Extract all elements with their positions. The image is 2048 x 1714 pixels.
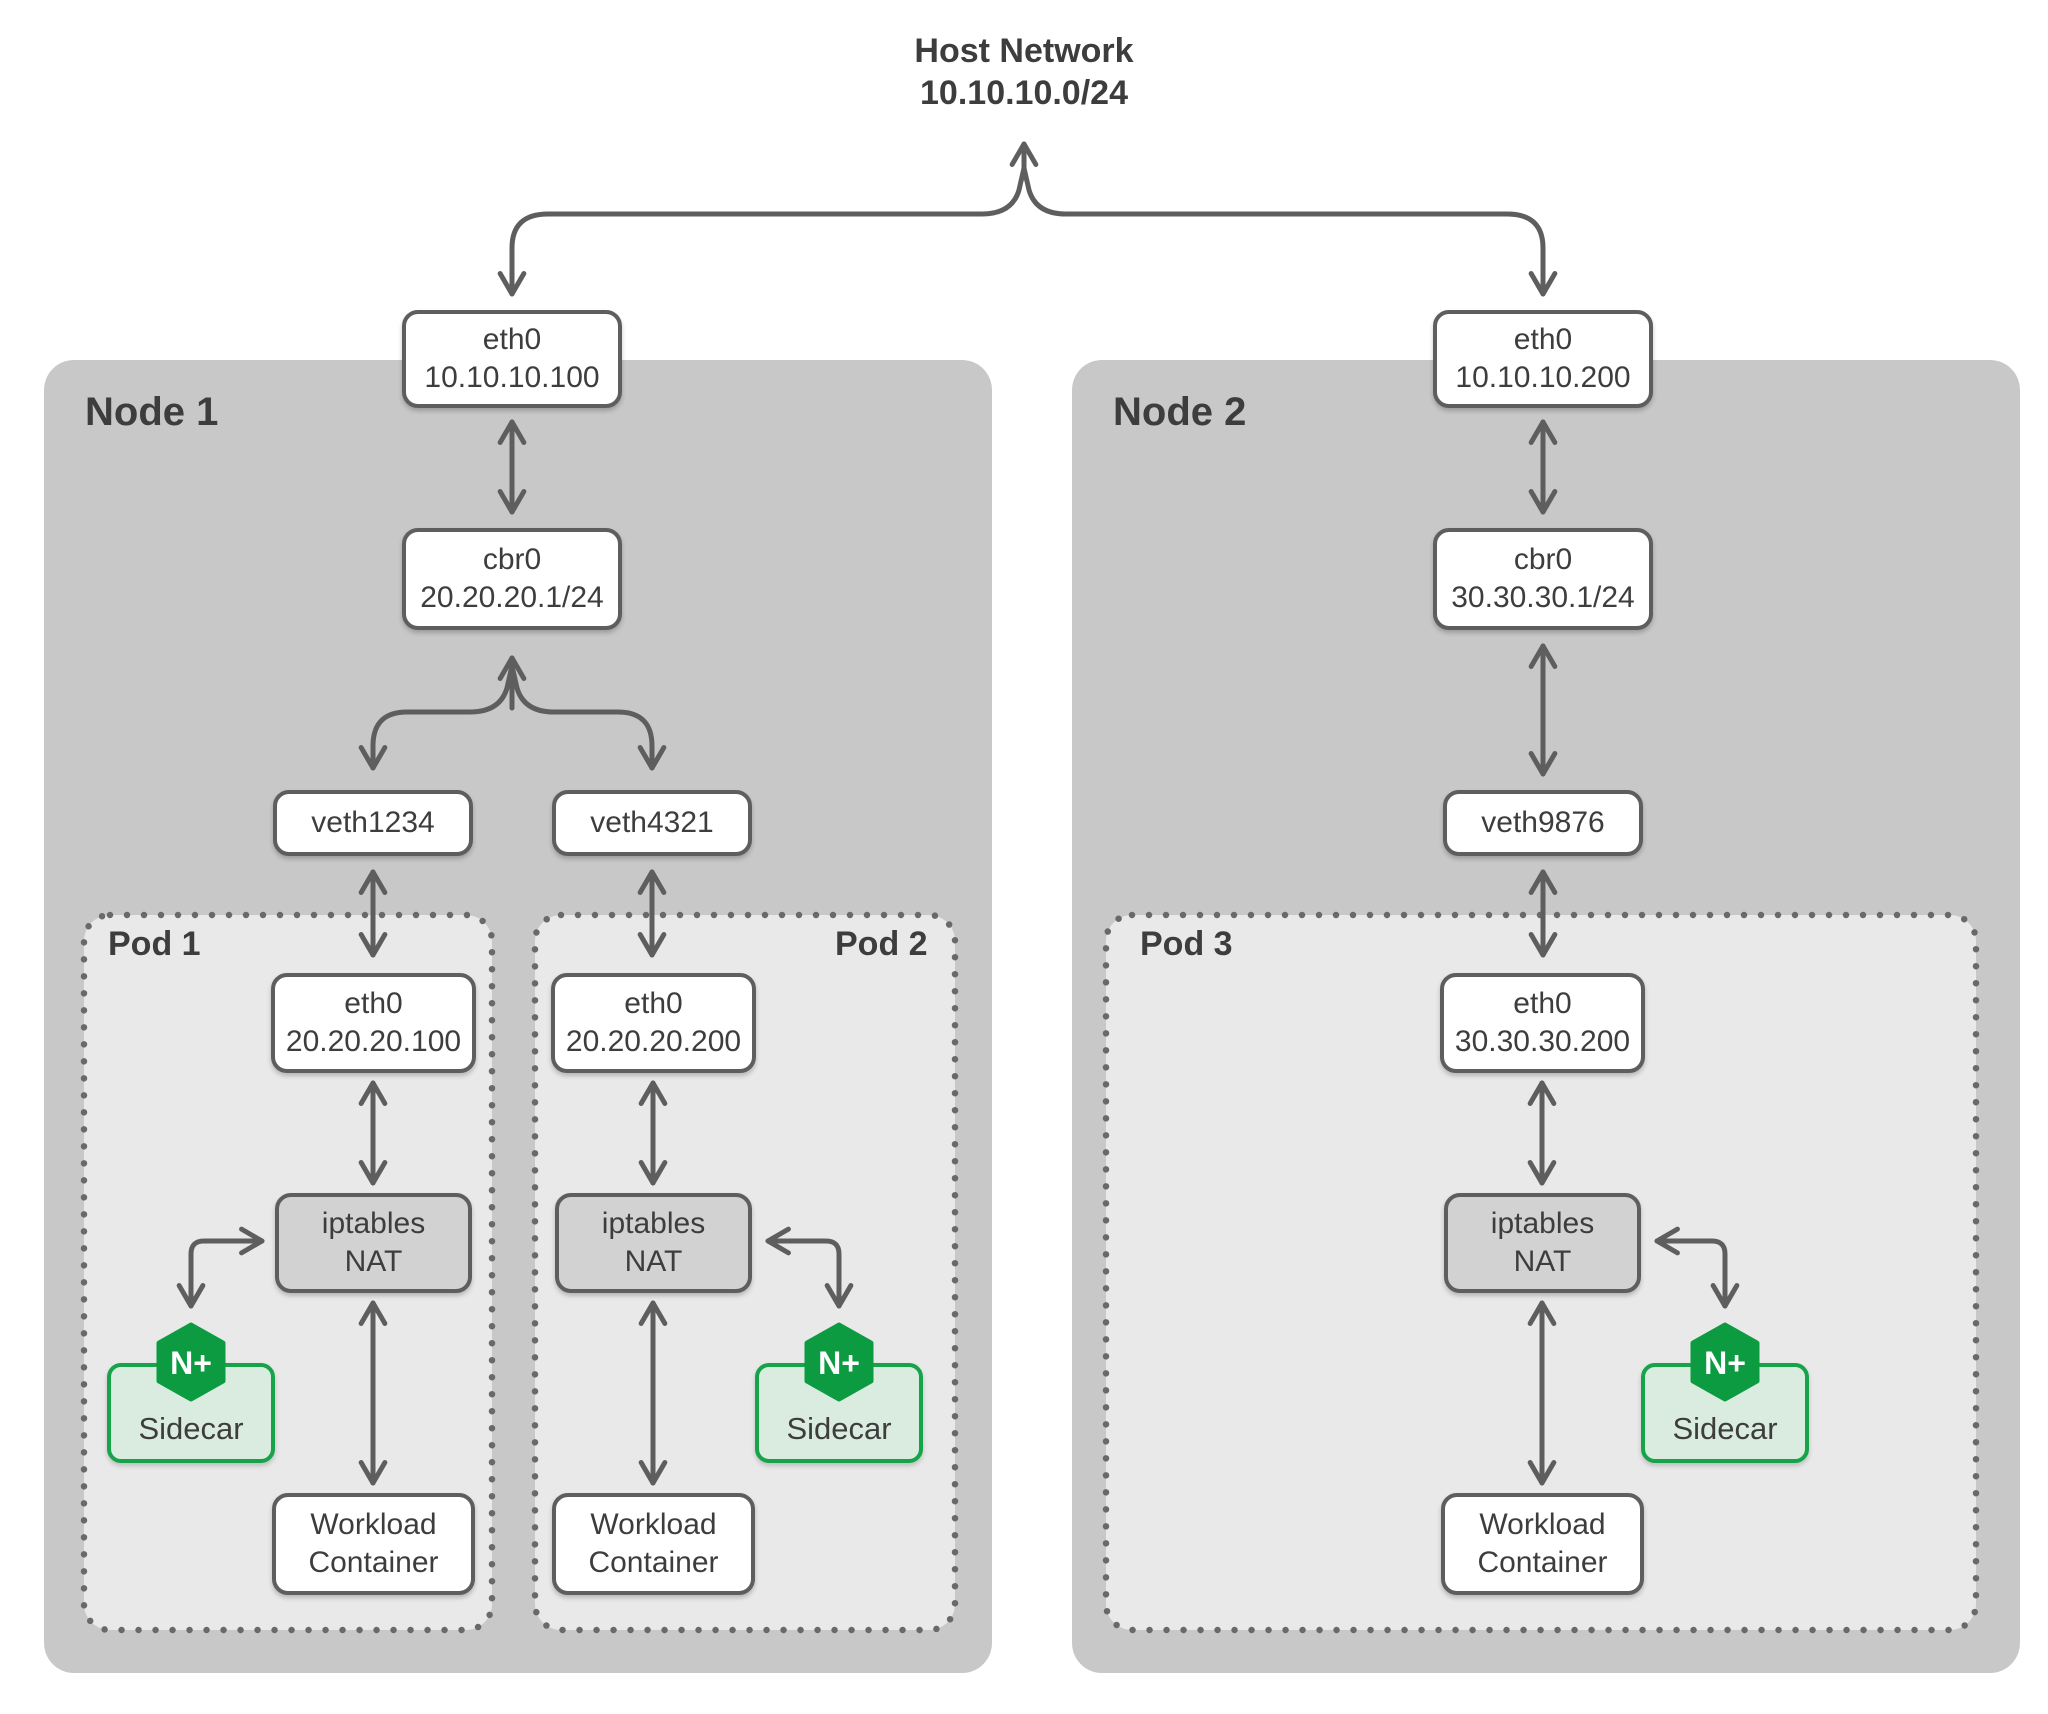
veth9876-box: veth9876	[1443, 790, 1643, 856]
pod2-eth0-name: eth0	[624, 987, 683, 1020]
host-network-cidr: 10.10.10.0/24	[920, 74, 1128, 112]
pod1-nat-line2: NAT	[344, 1245, 403, 1278]
node2-eth0-box: eth0 10.10.10.200	[1433, 310, 1653, 408]
pod2-nginx-plus-text: N+	[818, 1345, 860, 1381]
pod3-workload-line2: Container	[1477, 1546, 1608, 1579]
pod1-nginx-plus-icon: N+	[156, 1322, 226, 1402]
pod1-sidecar-label: Sidecar	[138, 1411, 244, 1446]
veth1234-box: veth1234	[273, 790, 473, 856]
pod1-workload-line1: Workload	[310, 1508, 437, 1541]
pod3-nat-line2: NAT	[1513, 1245, 1572, 1278]
pod3-sidecar-label: Sidecar	[1672, 1411, 1778, 1446]
pod3-nat-line1: iptables	[1490, 1207, 1595, 1240]
pod2-nat-line1: iptables	[601, 1207, 706, 1240]
pod1-eth0-box: eth0 20.20.20.100	[271, 973, 476, 1073]
node2-eth0-ip: 10.10.10.200	[1455, 361, 1631, 394]
pod3-iptables-nat-box: iptables NAT	[1444, 1193, 1641, 1293]
arrow-host-to-node2-eth0	[1021, 165, 1558, 297]
pod3-eth0-name: eth0	[1513, 987, 1572, 1020]
pod2-eth0-ip: 20.20.20.200	[565, 1025, 742, 1058]
pod3-nginx-plus-icon: N+	[1690, 1322, 1760, 1402]
pod1-workload-line2: Container	[308, 1546, 439, 1579]
veth1234-label: veth1234	[311, 806, 435, 839]
pod3-label: Pod 3	[1140, 925, 1233, 963]
node1-eth0-ip: 10.10.10.100	[424, 361, 600, 394]
pod2-nat-line2: NAT	[624, 1245, 683, 1278]
pod1-label: Pod 1	[108, 925, 201, 963]
pod1-eth0-name: eth0	[344, 987, 403, 1020]
node1-cbr0-box: cbr0 20.20.20.1/24	[402, 528, 622, 630]
node2-label: Node 2	[1113, 390, 1247, 434]
veth4321-box: veth4321	[552, 790, 752, 856]
node1-cbr0-cidr: 20.20.20.1/24	[420, 581, 604, 614]
pod1-workload-container-box: Workload Container	[272, 1493, 475, 1595]
pod2-iptables-nat-box: iptables NAT	[555, 1193, 752, 1293]
pod2-workload-container-box: Workload Container	[552, 1493, 755, 1595]
pod3-eth0-ip: 30.30.30.200	[1454, 1025, 1631, 1058]
pod3-nginx-plus-text: N+	[1704, 1345, 1746, 1381]
host-network-label: Host Network 10.10.10.0/24	[774, 30, 1274, 114]
node2-cbr0-box: cbr0 30.30.30.1/24	[1433, 528, 1653, 630]
pod1-nginx-plus-text: N+	[170, 1345, 212, 1381]
pod2-sidecar-label: Sidecar	[786, 1411, 892, 1446]
pod2-nginx-plus-icon: N+	[804, 1322, 874, 1402]
node1-label: Node 1	[85, 390, 219, 434]
arrow-host-to-node1-eth0	[497, 165, 1027, 297]
node1-eth0-name: eth0	[482, 323, 542, 356]
pod2-workload-line1: Workload	[590, 1508, 717, 1541]
node1-cbr0-name: cbr0	[482, 543, 542, 576]
pod2-eth0-box: eth0 20.20.20.200	[551, 973, 756, 1073]
pod3-workload-line1: Workload	[1479, 1508, 1606, 1541]
pod2-workload-line2: Container	[588, 1546, 719, 1579]
node2-cbr0-name: cbr0	[1513, 543, 1573, 576]
pod1-iptables-nat-box: iptables NAT	[275, 1193, 472, 1293]
node2-cbr0-cidr: 30.30.30.1/24	[1451, 581, 1635, 614]
veth9876-label: veth9876	[1481, 806, 1605, 839]
pod1-nat-line1: iptables	[321, 1207, 426, 1240]
veth4321-label: veth4321	[590, 806, 714, 839]
host-network-title: Host Network	[914, 32, 1134, 70]
pod1-eth0-ip: 20.20.20.100	[285, 1025, 462, 1058]
pod2-label: Pod 2	[835, 925, 928, 963]
pod3-eth0-box: eth0 30.30.30.200	[1440, 973, 1645, 1073]
pod3-workload-container-box: Workload Container	[1441, 1493, 1644, 1595]
node1-eth0-box: eth0 10.10.10.100	[402, 310, 622, 408]
node2-eth0-name: eth0	[1513, 323, 1573, 356]
